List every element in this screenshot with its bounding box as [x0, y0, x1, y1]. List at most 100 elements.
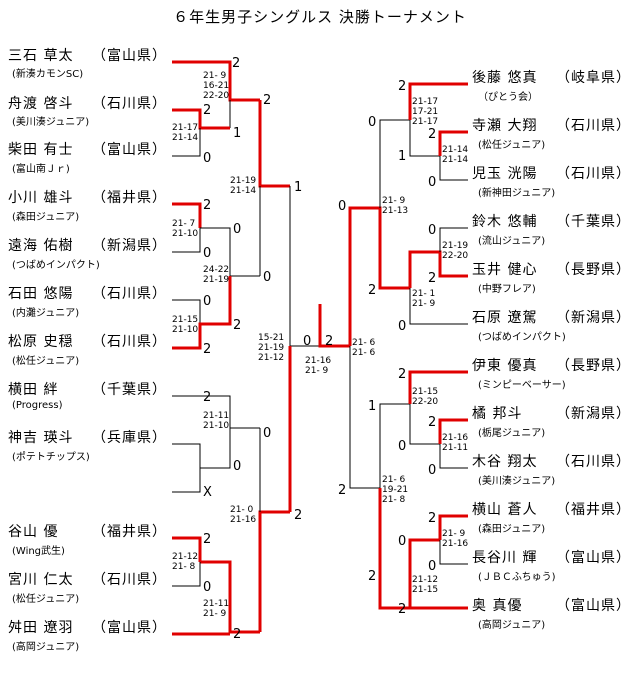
game-score: 21-11 [203, 599, 229, 609]
player-club: (富山南Ｊｒ) [12, 164, 70, 175]
game-scores: 21- 9 16-21 22-20 21-17 21-14 21-19 21-1… [172, 71, 468, 619]
bracket-line [258, 100, 290, 188]
player-name: 寺瀬 大翔 [472, 118, 538, 134]
game-score: 21-11 [442, 443, 468, 453]
match-score: 2 [428, 271, 436, 286]
player-club: (ＪＢＣふちゅう) [478, 572, 556, 583]
game-score: 21-15 [412, 585, 438, 595]
player-club: (新湊カモンSC) [12, 69, 84, 80]
match-score: 2 [338, 483, 346, 498]
bracket-line [409, 288, 468, 325]
bracket-line [408, 82, 468, 120]
game-score: 21-17 [412, 117, 438, 127]
game-score: 22-20 [442, 251, 468, 261]
player-name: 宮川 仁太 [8, 572, 74, 588]
game-score: 21- 8 [172, 562, 196, 572]
bracket-line [409, 404, 440, 445]
bracket-line [258, 510, 290, 632]
game-score: 21- 6 [382, 475, 406, 485]
player-pref: （福井県） [556, 502, 631, 518]
player-club: (松任ジュニア) [12, 594, 80, 605]
player-club: （ぴとう会） [478, 92, 538, 103]
game-score: 22-20 [412, 397, 438, 407]
game-score: 21-15 [172, 315, 198, 325]
bracket-line [349, 346, 380, 489]
player-name: 橘 邦斗 [472, 406, 523, 422]
game-score: 21- 9 [305, 366, 329, 376]
player-name: 三石 草太 [8, 48, 74, 64]
player-club: (内灘ジュニア) [12, 308, 80, 319]
match-score: 2 [294, 508, 302, 523]
player-pref: （千葉県） [556, 214, 631, 230]
match-score: 0 [428, 175, 436, 190]
player-pref: （富山県） [92, 620, 167, 636]
player-name: 柴田 有士 [8, 142, 74, 158]
game-score: 21- 9 [203, 71, 227, 81]
match-score: 0 [398, 534, 406, 549]
game-score: 21-16 [230, 515, 256, 525]
player-name: 奥 真優 [472, 598, 523, 614]
match-score: X [203, 485, 212, 500]
player-name: 伊東 優真 [472, 358, 538, 374]
page-title: ６年生男子シングルス 決勝トーナメント [173, 8, 467, 26]
match-score: 2 [428, 511, 436, 526]
player-pref: （石川県） [556, 166, 631, 182]
bracket-line [172, 228, 201, 253]
game-score: 21- 0 [230, 505, 254, 515]
bracket-line [439, 540, 468, 565]
match-score: 2 [232, 56, 240, 71]
player-name: 児玉 洸陽 [472, 166, 538, 182]
game-score: 21-16 [442, 433, 468, 443]
player-pref: （長野県） [556, 358, 631, 374]
player-name: 松原 史穏 [8, 334, 74, 350]
game-score: 21- 8 [382, 495, 406, 505]
match-score: 0 [203, 246, 211, 261]
player-pref: （岐阜県） [556, 70, 631, 86]
player-club: (ミンピーベーサー) [478, 380, 566, 391]
player-club: (Progress) [12, 400, 63, 411]
match-score: 0 [263, 270, 271, 285]
bracket-line [439, 444, 468, 469]
bracket-line [379, 403, 410, 488]
player-club: (Wing武生) [12, 546, 65, 557]
player-name: 舛田 遼羽 [8, 620, 74, 636]
game-score: 21- 9 [203, 609, 227, 619]
game-score: 21-11 [203, 411, 229, 421]
game-score: 21-14 [230, 186, 256, 196]
match-score: 2 [428, 127, 436, 142]
bracket-line [172, 276, 232, 350]
match-score: 2 [203, 532, 211, 547]
player-pref: （富山県） [92, 48, 167, 64]
bracket-line [289, 186, 320, 347]
bracket-line [172, 202, 202, 228]
player-pref: （石川県） [556, 118, 631, 134]
match-score: 2 [398, 367, 406, 382]
bracket-line [408, 370, 468, 404]
game-score: 24-22 [203, 265, 229, 275]
player-name: 横田 絆 [8, 382, 59, 398]
player-pref: （石川県） [92, 572, 167, 588]
game-score: 21- 6 [352, 338, 376, 348]
game-score: 17-21 [412, 107, 438, 117]
player-club: (森田ジュニア) [478, 524, 546, 535]
match-score: 0 [233, 222, 241, 237]
player-name: 横山 蒼人 [472, 502, 538, 518]
player-club: (松任ジュニア) [12, 356, 80, 367]
player-club: (美川湊ジュニア) [12, 117, 90, 128]
player-name: 神吉 瑛斗 [8, 430, 74, 446]
bracket-line [172, 562, 201, 587]
game-score: 22-20 [203, 91, 229, 101]
game-score: 21- 7 [172, 219, 195, 229]
bracket-line [408, 538, 440, 608]
match-score: 2 [368, 283, 376, 298]
player-name: 後藤 悠真 [472, 70, 538, 86]
bracket-line [439, 227, 468, 252]
bracket-line [172, 428, 231, 493]
player-club: (森田ジュニア) [12, 212, 80, 223]
game-score: 21-13 [382, 206, 408, 216]
game-score: 21-17 [172, 123, 198, 133]
match-score: 2 [398, 79, 406, 94]
game-score: 21-16 [442, 539, 468, 549]
match-score: 2 [368, 569, 376, 584]
match-score: 0 [303, 334, 311, 349]
